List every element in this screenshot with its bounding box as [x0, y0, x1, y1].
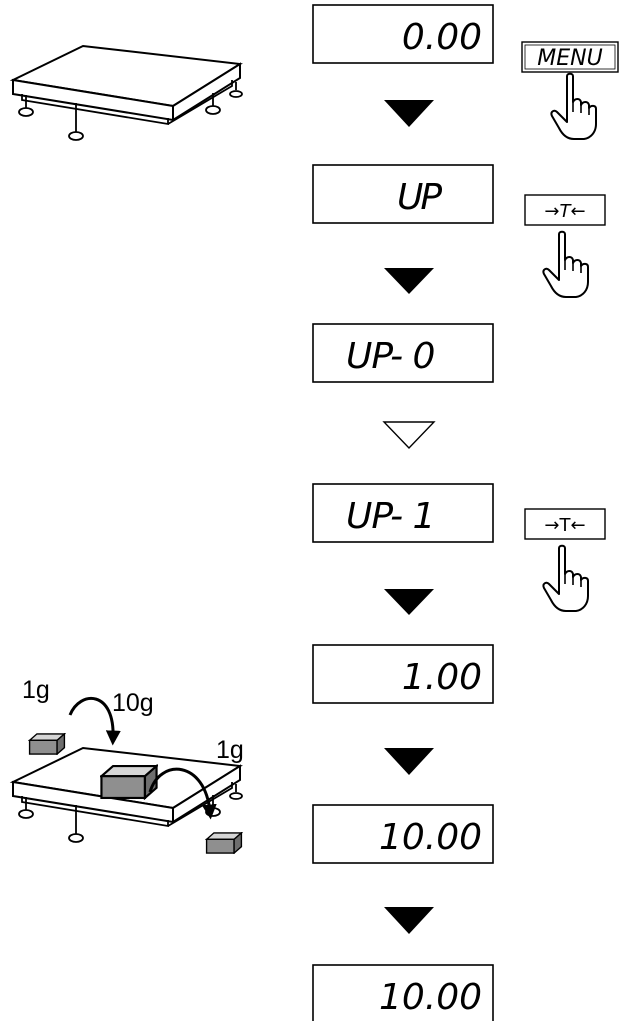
display-3: UP- 1 [312, 483, 494, 543]
display-0: 0.00 [312, 4, 494, 64]
weight-label-left: 1g [22, 676, 50, 704]
display-2: UP- 0 [312, 323, 494, 383]
display-value: 1.00 [402, 657, 482, 698]
display-5: 10.00 [312, 804, 494, 864]
weight-label-center: 10g [112, 689, 154, 717]
hand-pointer-icon [550, 72, 597, 140]
outline-arrow-down-icon [382, 421, 436, 450]
display-6: 10.00 [312, 964, 494, 1021]
display-value: UP- 1 [346, 496, 434, 537]
weight-block-icon [28, 733, 66, 755]
scale-platform-icon [12, 45, 243, 141]
menu-key-label: MENU [537, 46, 602, 71]
display-1: UP [312, 164, 494, 224]
menu-key[interactable]: MENU [521, 41, 619, 73]
curved-arrow-icon [68, 697, 121, 746]
tare-key-2[interactable]: →T← [524, 508, 606, 540]
display-value: 0.00 [402, 17, 482, 58]
hand-pointer-icon [542, 544, 589, 612]
display-4: 1.00 [312, 644, 494, 704]
hand-pointer-icon [542, 230, 589, 298]
solid-arrow-down-icon [384, 589, 434, 615]
display-value: UP- 0 [346, 336, 435, 377]
tare-key-label: →T← [544, 515, 585, 536]
weight-label-right: 1g [216, 736, 244, 764]
weight-block-icon [205, 832, 243, 854]
tare-key-label: →T← [544, 201, 585, 222]
solid-arrow-down-icon [384, 748, 434, 775]
tare-key-1[interactable]: →T← [524, 194, 606, 226]
solid-arrow-down-icon [384, 268, 434, 294]
display-value: 10.00 [379, 977, 482, 1018]
display-value: UP [397, 177, 442, 218]
solid-arrow-down-icon [384, 907, 434, 934]
curved-arrow-icon [148, 767, 217, 820]
solid-arrow-down-icon [384, 100, 434, 127]
display-value: 10.00 [379, 817, 482, 858]
weight-block-icon [100, 764, 158, 800]
